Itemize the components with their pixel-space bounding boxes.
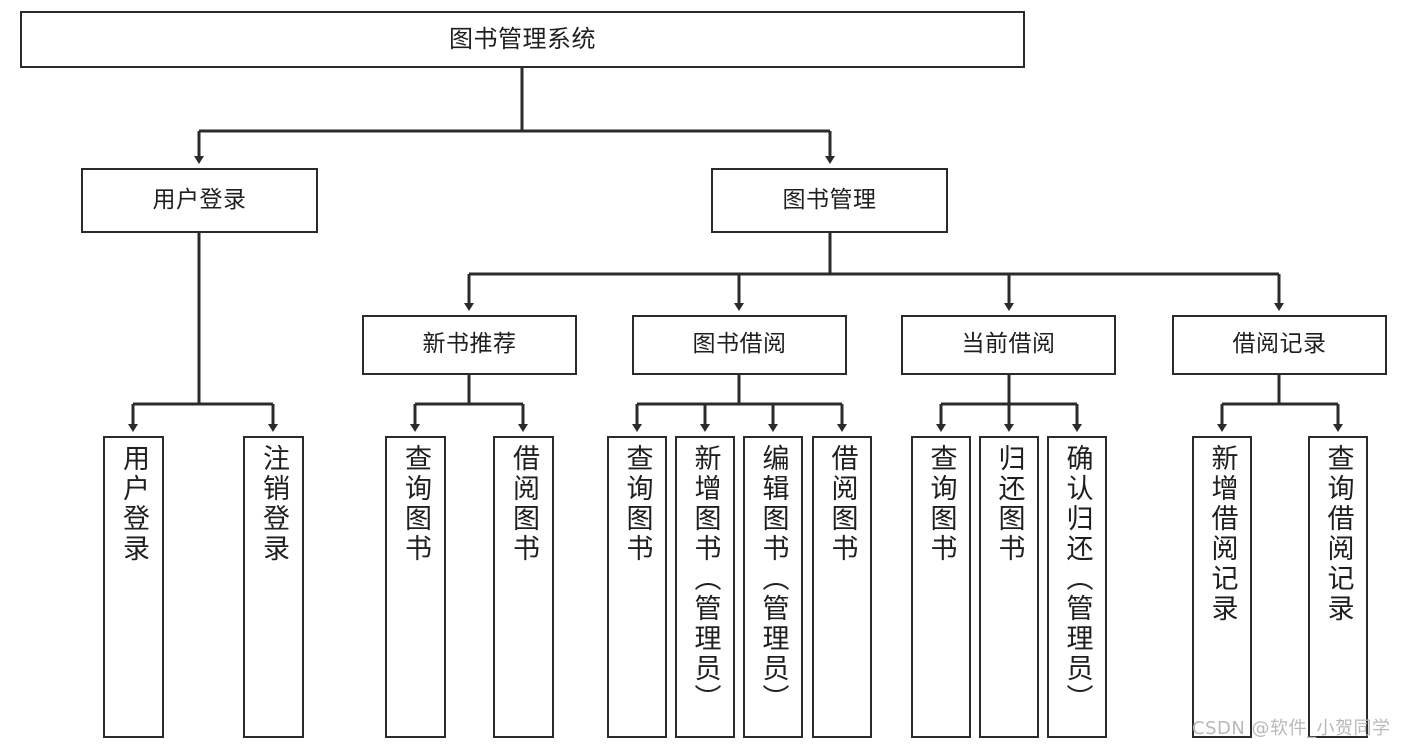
node-leaf-edit-book-admin[interactable]: 编辑图书（管理员） (743, 436, 803, 738)
node-label: 图书借阅 (692, 331, 787, 358)
node-leaf-confirm-return-admin[interactable]: 确认归还（管理员） (1047, 436, 1107, 738)
node-label: 查询图书 (621, 444, 653, 564)
node-borrow-record[interactable]: 借阅记录 (1172, 315, 1387, 375)
node-leaf-add-book-admin[interactable]: 新增图书（管理员） (675, 436, 735, 738)
node-leaf-user-login[interactable]: 用户登录 (103, 436, 164, 738)
node-book-management[interactable]: 图书管理 (711, 168, 948, 233)
node-leaf-return-book[interactable]: 归还图书 (979, 436, 1039, 738)
node-leaf-add-borrow-record[interactable]: 新增借阅记录 (1192, 436, 1252, 738)
node-label: 查询借阅记录 (1322, 444, 1354, 624)
node-label: 借阅记录 (1232, 331, 1327, 358)
node-label: 用户登录 (152, 186, 247, 213)
node-label: 新增借阅记录 (1206, 444, 1238, 624)
node-user-login[interactable]: 用户登录 (81, 168, 318, 233)
node-book-borrow[interactable]: 图书借阅 (632, 315, 847, 375)
node-label: 编辑图书（管理员） (757, 444, 789, 714)
node-label: 用户登录 (118, 444, 149, 564)
node-leaf-logout[interactable]: 注销登录 (243, 436, 304, 738)
node-root-book-management-system[interactable]: 图书管理系统 (20, 11, 1025, 68)
node-label: 注销登录 (258, 444, 289, 564)
node-label: 查询图书 (400, 444, 431, 564)
node-leaf-query-book-borrow[interactable]: 查询图书 (607, 436, 667, 738)
node-new-book-recommend[interactable]: 新书推荐 (362, 315, 577, 375)
node-label: 图书管理系统 (449, 25, 596, 54)
node-label: 借阅图书 (508, 444, 539, 564)
node-leaf-query-borrow-record[interactable]: 查询借阅记录 (1308, 436, 1368, 738)
node-current-borrow[interactable]: 当前借阅 (901, 315, 1116, 375)
node-label: 查询图书 (925, 444, 957, 564)
node-label: 确认归还（管理员） (1061, 444, 1093, 714)
node-label: 归还图书 (993, 444, 1025, 564)
node-label: 借阅图书 (826, 444, 858, 564)
csdn-watermark: CSDN @软件_小贺同学 (1192, 718, 1391, 739)
node-leaf-borrow-book[interactable]: 借阅图书 (812, 436, 872, 738)
node-leaf-query-book-recommend[interactable]: 查询图书 (385, 436, 446, 738)
node-label: 当前借阅 (961, 331, 1056, 358)
node-leaf-query-book-current[interactable]: 查询图书 (911, 436, 971, 738)
node-leaf-borrow-book-recommend[interactable]: 借阅图书 (493, 436, 554, 738)
node-label: 新书推荐 (422, 331, 517, 358)
node-label: 新增图书（管理员） (689, 444, 721, 714)
node-label: 图书管理 (782, 186, 877, 213)
